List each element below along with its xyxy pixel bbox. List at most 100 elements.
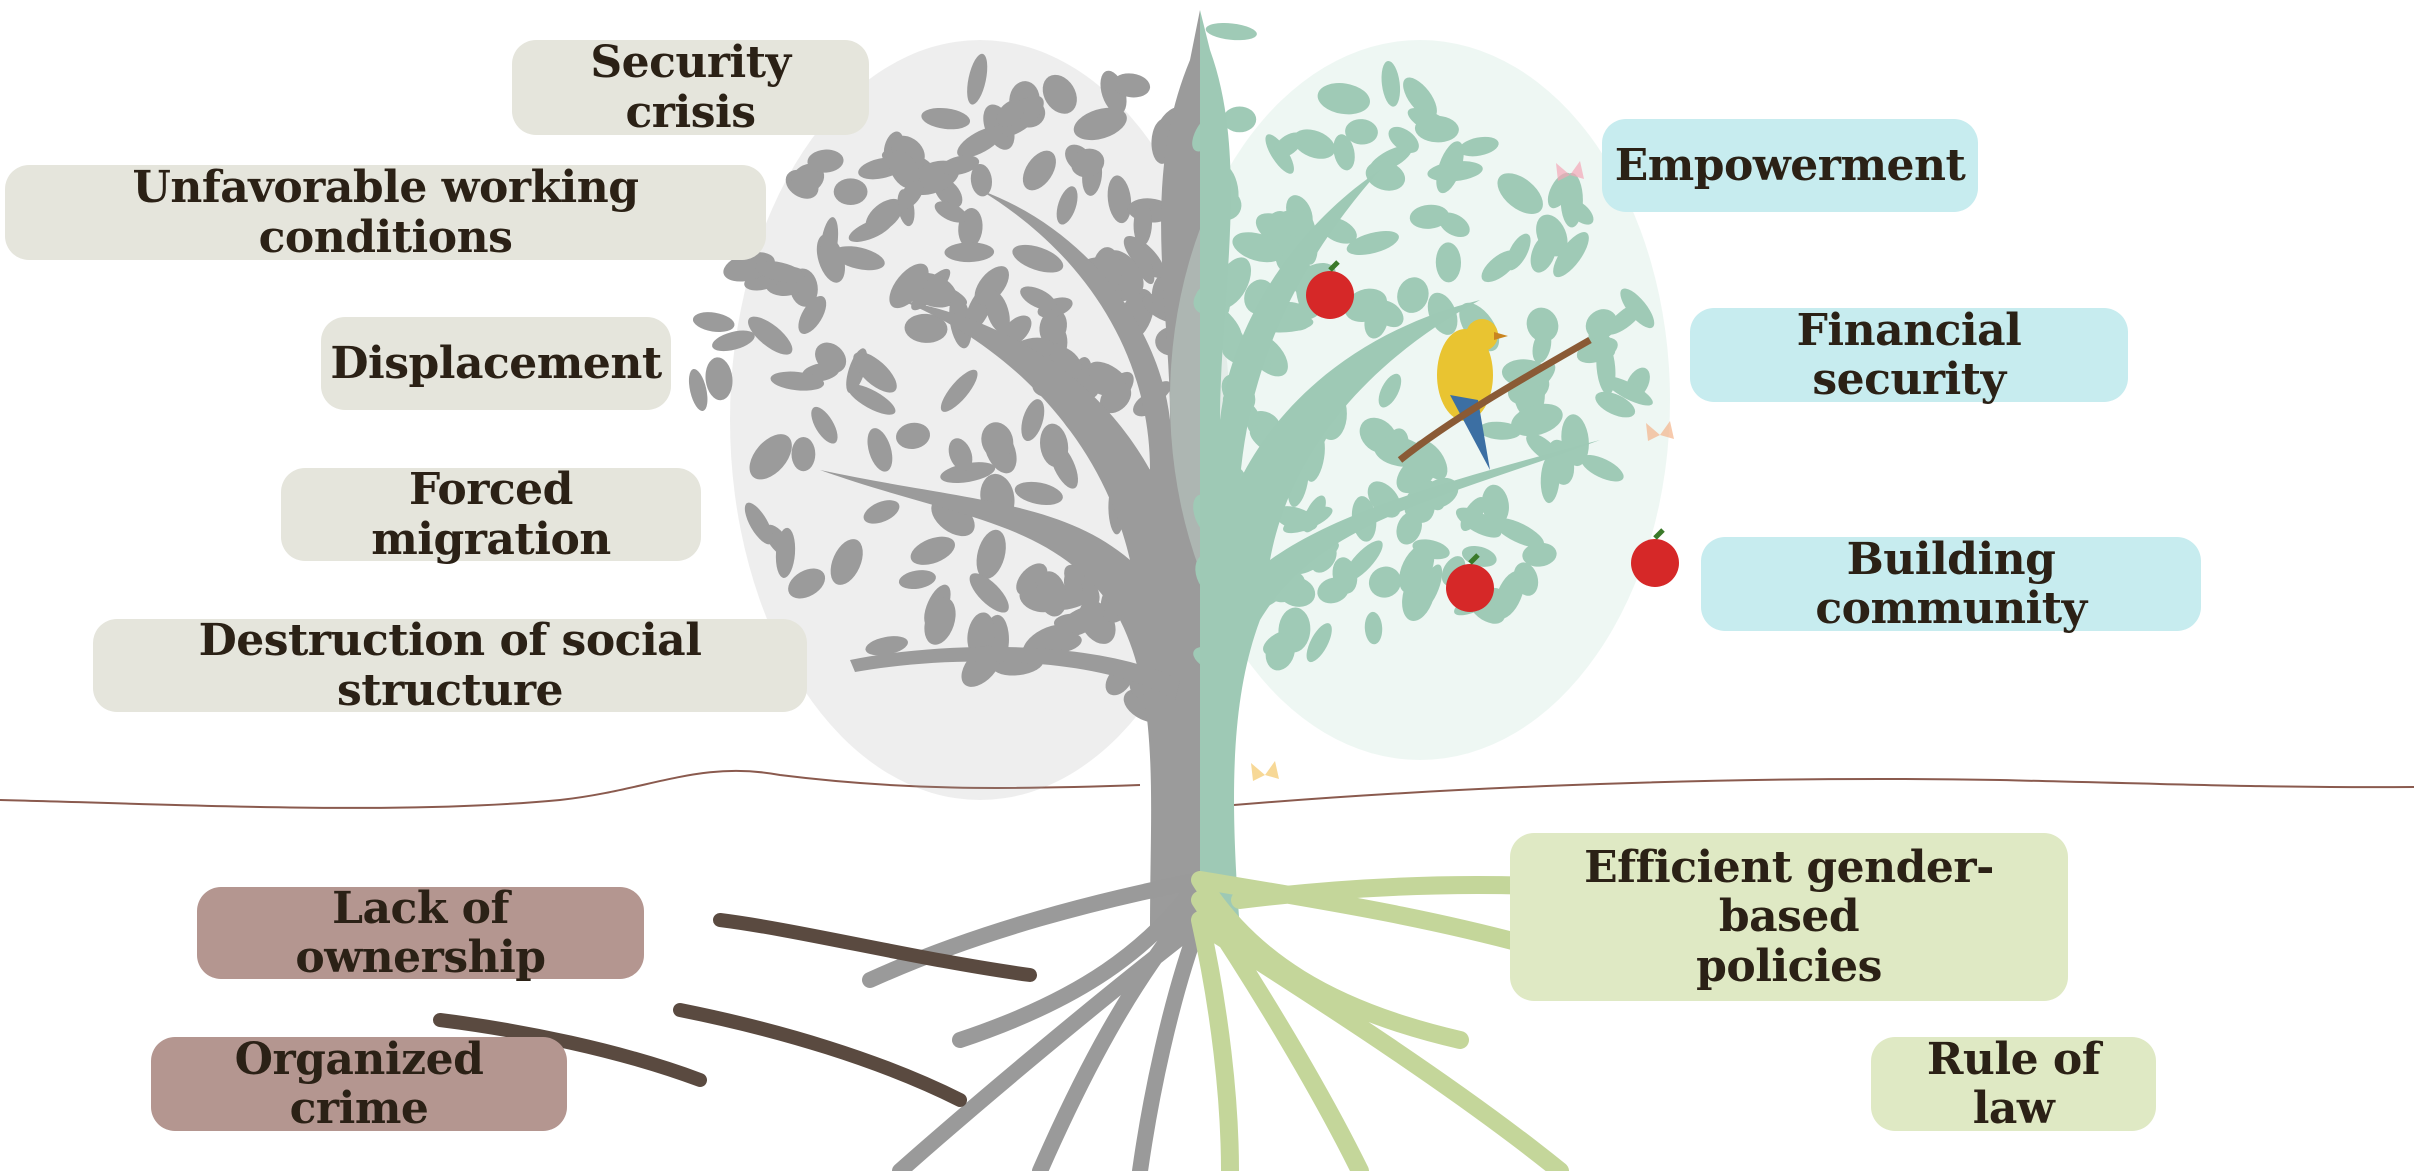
leaf — [1205, 23, 1257, 41]
leaf — [1580, 454, 1624, 482]
leaf — [1494, 570, 1525, 619]
leaf — [970, 163, 993, 197]
leaf — [1346, 231, 1399, 255]
leaf — [889, 263, 929, 309]
label-destruction-of-social-structure: Destruction of social structure — [93, 616, 807, 715]
roots-icon — [433, 871, 1709, 1171]
leaf — [969, 573, 1009, 613]
leaf — [1056, 186, 1078, 225]
leaf — [1133, 201, 1153, 246]
leaf — [1333, 134, 1355, 171]
leaf — [1403, 77, 1437, 119]
leaf — [1014, 481, 1063, 505]
leaf — [1481, 484, 1509, 526]
leaf — [921, 107, 971, 130]
label-displacement: Displacement — [321, 317, 671, 410]
leaf — [1493, 517, 1545, 548]
label-building-community: Building community — [1701, 535, 2201, 633]
leaf — [1436, 141, 1464, 194]
leaf — [692, 312, 735, 333]
leaf — [940, 155, 980, 176]
leaf — [1604, 376, 1653, 406]
leaf — [1107, 175, 1132, 224]
leaf — [815, 342, 847, 373]
leaf — [688, 368, 708, 412]
leaf — [1040, 423, 1069, 468]
leaf — [1388, 126, 1419, 153]
leaf — [1365, 161, 1406, 191]
leaf — [1317, 577, 1350, 604]
grey-tree-icon — [688, 10, 1230, 930]
leaf — [1283, 506, 1333, 534]
policies-line-1: Efficient gender-based — [1584, 842, 1994, 943]
label-lack-of-ownership: Lack of ownership — [197, 884, 644, 982]
leaf — [1522, 542, 1557, 567]
leaf — [1232, 232, 1283, 263]
leaf — [775, 527, 796, 578]
leaf — [1129, 237, 1155, 285]
leaf — [847, 384, 896, 415]
leaf — [1306, 623, 1332, 663]
leaf — [867, 428, 893, 472]
leaf — [944, 242, 995, 263]
leaf — [1397, 277, 1429, 313]
butterfly-icon — [1251, 161, 1674, 781]
leaf — [1036, 571, 1067, 617]
leaf — [1022, 150, 1056, 191]
leaf — [1063, 570, 1083, 604]
leaf — [1042, 74, 1077, 114]
leaf — [967, 53, 988, 105]
leaf — [1536, 214, 1568, 257]
leaf — [820, 217, 839, 270]
leaf — [1566, 199, 1594, 225]
leaf — [1414, 439, 1448, 480]
leaf — [1012, 244, 1064, 273]
leaf — [888, 150, 920, 189]
leaf — [924, 597, 956, 645]
leaf — [1265, 632, 1295, 671]
leaf — [1021, 399, 1045, 442]
leaf — [1293, 129, 1336, 159]
leaf — [1511, 403, 1563, 437]
label-security-crisis: Security crisis — [512, 38, 869, 137]
leaf — [974, 266, 1009, 305]
leaf — [985, 290, 1010, 334]
leaf — [1478, 421, 1521, 440]
leaf — [1497, 173, 1543, 214]
leaf — [1460, 497, 1486, 531]
leaf — [1364, 611, 1383, 645]
bird-icon — [1397, 319, 1592, 470]
apple-icon — [1306, 260, 1679, 612]
leaf — [791, 437, 816, 472]
policies-line-2: policies — [1696, 940, 1882, 992]
leaf — [1222, 106, 1257, 133]
leaf — [788, 568, 826, 599]
ground-line — [0, 769, 2414, 809]
leaf — [1595, 391, 1636, 418]
leaf — [705, 357, 733, 401]
leaf — [948, 438, 973, 471]
leaf — [1409, 204, 1450, 229]
label-financial-security: Financial security — [1690, 306, 2128, 404]
label-unfavorable-working-conditions: Unfavorable working conditions — [5, 163, 766, 262]
label-organized-crime: Organized crime — [151, 1035, 567, 1133]
leaf — [748, 316, 793, 355]
leaf — [940, 369, 978, 412]
leaf — [811, 406, 838, 444]
leaf — [910, 536, 955, 565]
leaf — [865, 198, 903, 233]
leaf — [1378, 373, 1402, 408]
leaf — [1020, 286, 1057, 311]
leaf — [981, 422, 1014, 460]
leaf — [1345, 119, 1378, 145]
leaf — [1481, 250, 1518, 283]
leaf — [934, 201, 968, 223]
leaf — [1407, 107, 1457, 139]
leaf — [898, 570, 936, 590]
leaf — [754, 260, 805, 283]
leaf — [1276, 210, 1311, 238]
leaf — [1273, 132, 1303, 158]
leaf — [863, 500, 900, 524]
leaf — [770, 371, 825, 391]
